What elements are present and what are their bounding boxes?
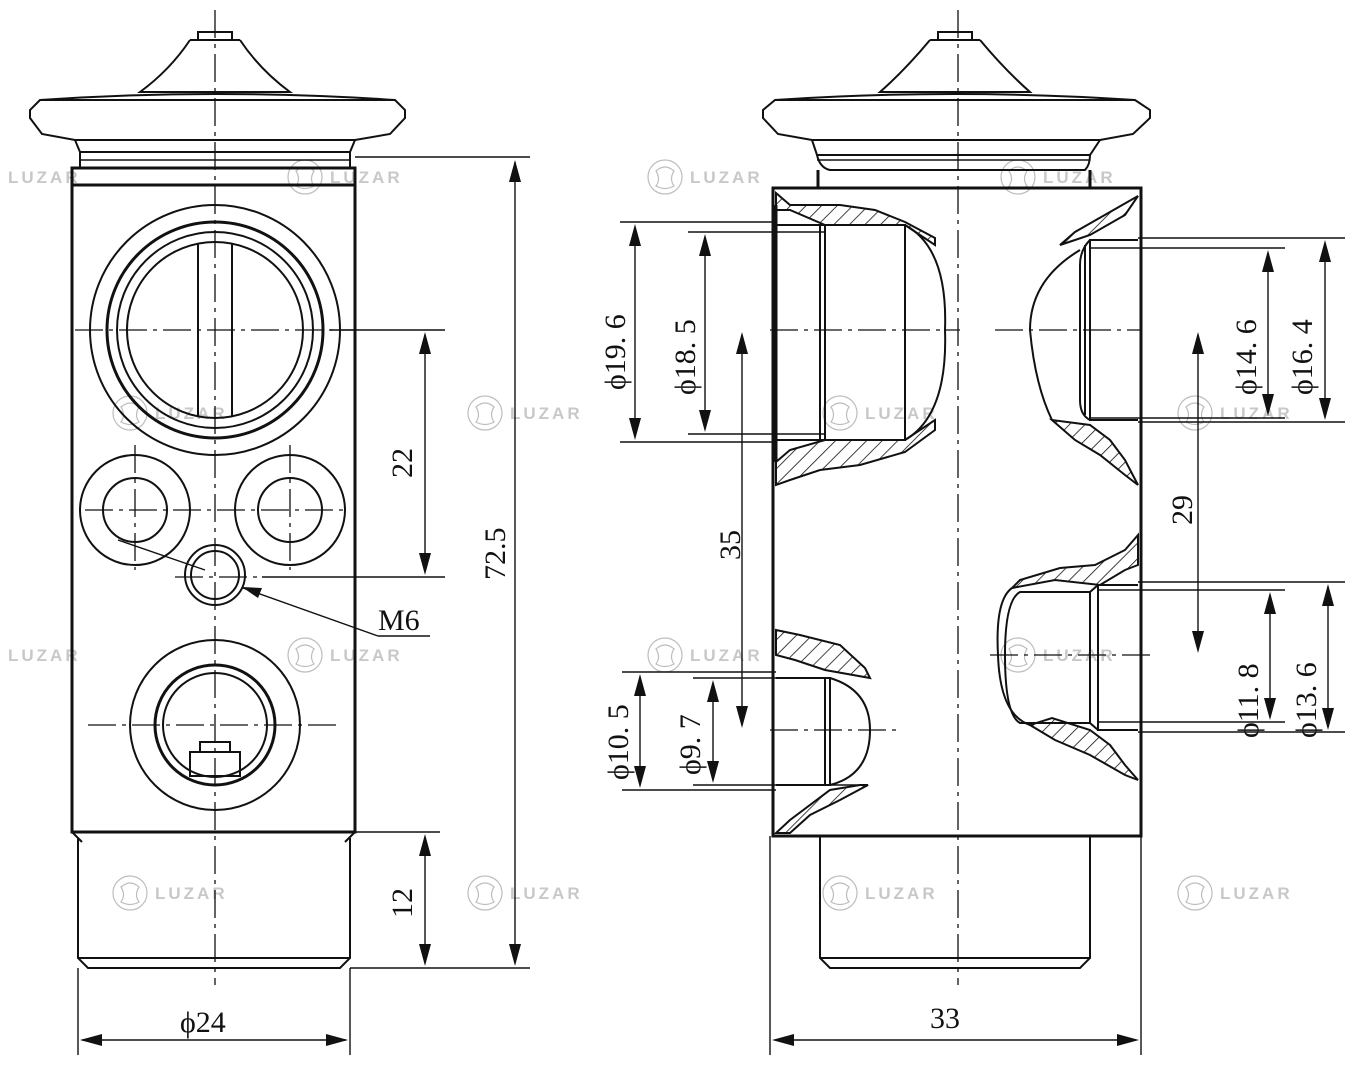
dim-body-length: 72.5 xyxy=(479,528,512,581)
side-cap xyxy=(762,31,1151,171)
side-sections xyxy=(773,190,1139,834)
dim-bottom-spigot: 12 xyxy=(386,888,419,918)
dim-port-spacing: 22 xyxy=(386,448,419,478)
watermark-text: LUZAR xyxy=(155,404,228,423)
dim-thread: M6 xyxy=(378,604,420,637)
front-view: 72.5 22 12 ϕ24 M6 xyxy=(29,10,530,1055)
watermark-text: LUZAR xyxy=(1043,168,1116,187)
side-centerlines xyxy=(770,10,1150,985)
watermark-text: LUZAR xyxy=(8,168,81,187)
side-bottom-spigot xyxy=(819,836,1091,969)
dim-d19-6: ϕ19. 6 xyxy=(599,314,632,390)
dim-diameter: ϕ24 xyxy=(180,1006,226,1039)
dim-d18-5: ϕ18. 5 xyxy=(669,319,702,395)
front-cap xyxy=(29,31,406,169)
watermark-text: LUZAR xyxy=(1043,646,1116,665)
watermark-text: LUZAR xyxy=(865,884,938,903)
side-port-outlines xyxy=(774,205,1138,786)
dim-d9-7: ϕ9. 7 xyxy=(674,714,707,775)
front-body xyxy=(70,166,357,843)
front-centerlines xyxy=(75,10,355,985)
watermark-text: LUZAR xyxy=(690,646,763,665)
dim-spacing-right: 29 xyxy=(1166,495,1199,525)
watermark-text: LUZAR xyxy=(510,404,583,423)
watermark-text: LUZAR xyxy=(865,404,938,423)
side-body xyxy=(771,170,1143,838)
dim-d11-8: ϕ11. 8 xyxy=(1232,663,1265,738)
watermark-text: LUZAR xyxy=(8,646,81,665)
watermark-text: LUZAR xyxy=(510,884,583,903)
side-view: ϕ19. 6 ϕ18. 5 35 ϕ10. 5 xyxy=(599,10,1345,1055)
watermark-text: LUZAR xyxy=(1220,884,1293,903)
watermark-text: LUZAR xyxy=(690,168,763,187)
watermark-text: LUZAR xyxy=(330,168,403,187)
watermark-text: LUZAR xyxy=(1220,404,1293,423)
dim-spacing-left: 35 xyxy=(714,530,747,560)
front-dimensions: 72.5 22 12 ϕ24 M6 xyxy=(77,156,530,1055)
side-dimensions: ϕ19. 6 ϕ18. 5 35 ϕ10. 5 xyxy=(599,221,1345,1055)
dim-d10-5: ϕ10. 5 xyxy=(602,704,635,780)
watermark-text: LUZAR xyxy=(155,884,228,903)
dim-d14-6: ϕ14. 6 xyxy=(1230,319,1263,395)
watermark-text: LUZAR xyxy=(330,646,403,665)
dim-width: 33 xyxy=(930,1002,960,1035)
dim-d16-4: ϕ16. 4 xyxy=(1286,319,1319,395)
dim-d13-6: ϕ13. 6 xyxy=(1290,662,1323,738)
front-bottom-spigot xyxy=(77,838,351,969)
watermark-layer: LUZAR LUZAR LUZAR LUZAR LUZAR LUZAR LUZA… xyxy=(8,159,1293,911)
